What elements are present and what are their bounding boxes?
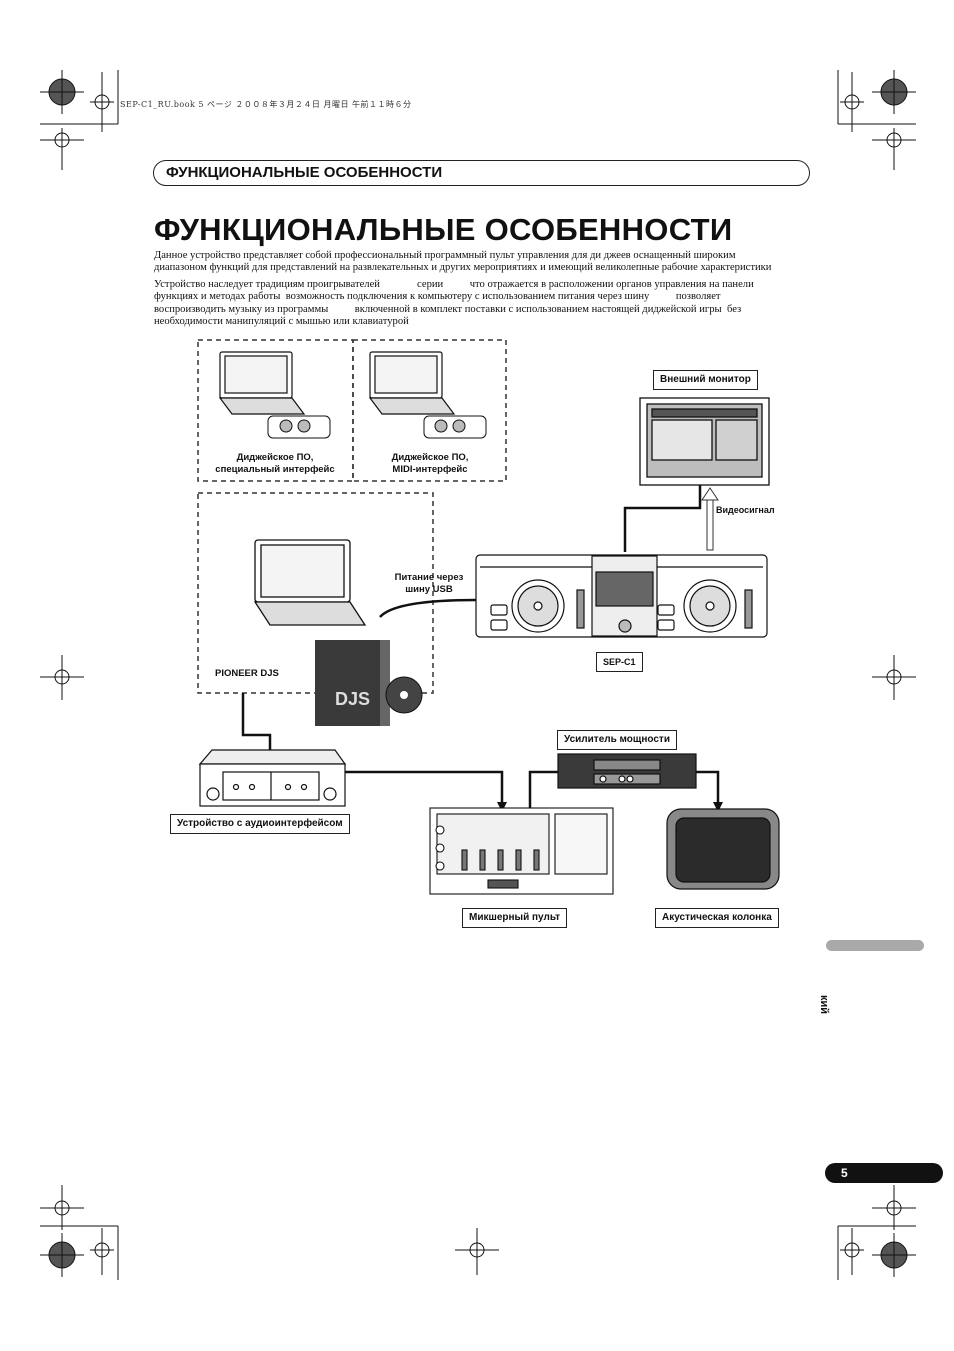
pioneer-djs-label: PIONEER DJS [215,668,279,679]
audio-cable [345,770,504,808]
caption-line: MIDI-интерфейс [392,464,468,475]
intro-line: Данное устройство представляет собой про… [154,250,736,261]
laptop-icon [218,351,306,415]
software-interface-caption: Диджейское ПО, специальный интерфейс [200,452,350,476]
section-title: ФУНКЦИОНАЛЬНЫЕ ОСОБЕННОСТИ [166,164,443,181]
caption-line: Питание через [394,572,464,583]
caption-line: специальный интерфейс [215,464,335,475]
caption-line: Диджейское ПО, [391,452,469,463]
page-number-badge: 5 [825,1163,943,1183]
heritage-line: Устройство наследует традициям проигрыва… [154,279,754,290]
language-tab-label: кий [818,995,830,1015]
usb-audio-cable [241,693,272,750]
video-cable [623,485,702,552]
page-number: 5 [841,1166,848,1180]
controller-icon [423,415,487,439]
section-header-bar: ФУНКЦИОНАЛЬНЫЕ ОСОБЕННОСТИ [153,160,810,186]
usb-cable [379,598,477,618]
caption-line: шину USB [405,584,453,595]
amp-speaker-cable [696,770,720,808]
intro-line: диапазоном функций для представлений на … [154,262,772,274]
heritage-line: воспроизводить музыку из программы включ… [154,303,742,315]
heritage-paragraph: Устройство наследует традициям проигрыва… [154,279,814,329]
audio-interface-label: Устройство с аудиоинтерфейсом [170,814,350,834]
video-signal-label: Видеосигнал [716,505,775,515]
speaker-label: Акустическая колонка [655,908,779,928]
external-monitor-icon [639,397,770,486]
software-midi-caption: Диджейское ПО, MIDI-интерфейс [355,452,505,476]
external-monitor-label: Внешний монитор [653,370,758,390]
intro-paragraph: Данное устройство представляет собой про… [154,250,814,275]
print-info-line: SEP-C1_RU.book 5 ページ ２００８年３月２４日 月曜日 午前１１… [120,100,412,109]
usb-power-caption: Питание через шину USB [386,572,472,596]
speaker-icon [666,808,780,890]
sep-c1-label: SEP-C1 [596,652,643,672]
heritage-line: необходимости манипуляций с мышью или кл… [154,316,409,328]
video-signal-arrow-icon [701,487,719,551]
audio-interface-icon [198,749,347,807]
software-midi-box [352,339,507,482]
language-tab-bar [826,940,924,951]
power-amplifier-icon [557,753,697,789]
page-title: ФУНКЦИОНАЛЬНЫЕ ОСОБЕННОСТИ [154,212,733,247]
laptop-icon [368,351,456,415]
caption-line: Диджейское ПО, [236,452,314,463]
heritage-line: функциях и методах работы возможность по… [154,291,721,303]
mixer-icon [429,807,614,895]
box-logo: DJS [335,689,370,709]
laptop-icon [253,539,367,626]
mixer-label: Микшерный пульт [462,908,567,928]
controller-icon [267,415,331,439]
software-box-icon: DJS [315,640,423,726]
power-amplifier-label: Усилитель мощности [557,730,677,750]
mixer-amp-cable [528,770,558,808]
sep-c1-controller-icon [475,554,768,638]
